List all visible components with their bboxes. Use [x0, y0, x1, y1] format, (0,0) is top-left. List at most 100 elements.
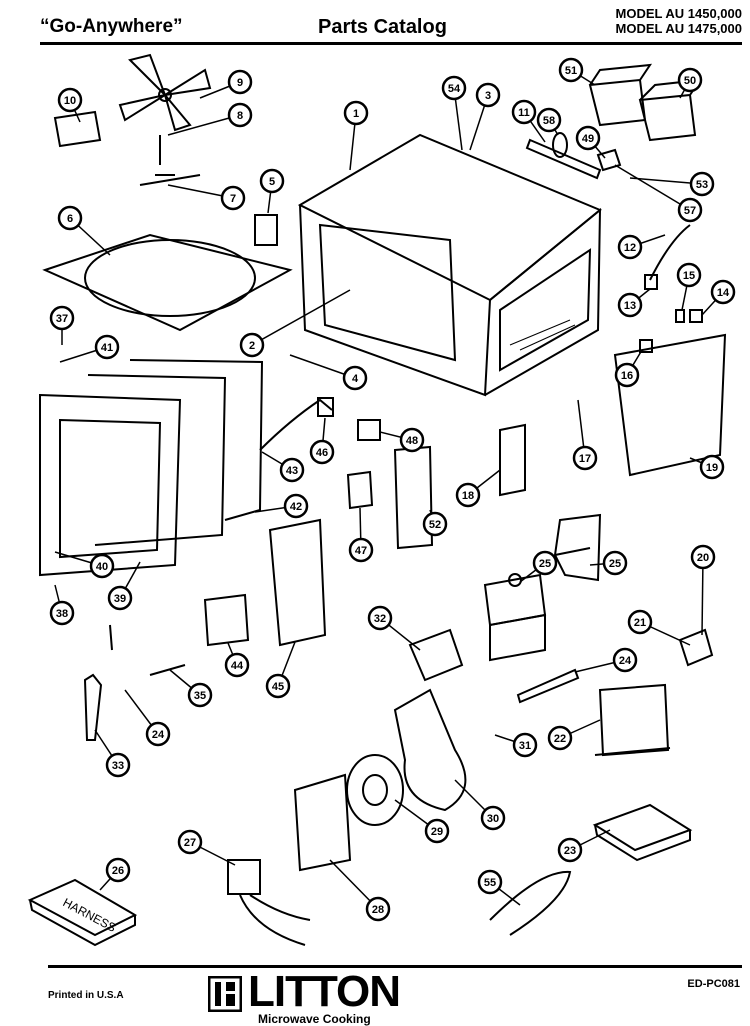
callout-circle — [676, 262, 702, 288]
fan-wheel-29-part — [346, 754, 404, 826]
callout-number: 4 — [352, 373, 359, 385]
litton-logo-icon — [208, 976, 242, 1012]
socket-49-part — [596, 148, 622, 172]
callout-number: 40 — [96, 561, 108, 573]
callout-circle — [572, 445, 598, 471]
callout-circle — [94, 334, 120, 360]
stirrer-plate-part — [42, 233, 293, 332]
transformer-22-part — [594, 683, 671, 757]
callout-circle — [365, 896, 391, 922]
door-assembly-part — [39, 359, 264, 577]
callout-circle — [690, 544, 716, 570]
callout-number: 6 — [67, 213, 73, 225]
callout-26: 26 — [99, 857, 131, 891]
callout-number: 45 — [272, 681, 284, 693]
cover-51-part — [588, 63, 653, 127]
callout-circle — [399, 427, 425, 453]
callout-circle — [699, 454, 725, 480]
callout-number: 12 — [624, 242, 636, 254]
brand-name: LITTON — [248, 967, 401, 1016]
callout-54: 54 — [441, 75, 467, 151]
callout-number: 26 — [112, 865, 124, 877]
callout-number: 10 — [64, 95, 76, 107]
panel-52-part — [393, 445, 434, 550]
callout-number: 3 — [485, 90, 491, 102]
callout-number: 37 — [56, 313, 68, 325]
callout-43: 43 — [261, 451, 305, 483]
callout-20: 20 — [690, 544, 716, 636]
document-code: ED-PC081 — [687, 978, 740, 990]
callout-19: 19 — [689, 454, 725, 480]
cover-32-part — [408, 628, 464, 682]
callout-number: 49 — [582, 133, 594, 145]
fan-bracket-part — [53, 110, 102, 148]
callout-number: 44 — [231, 660, 244, 672]
callout-number: 58 — [543, 115, 555, 127]
callout-circle — [617, 292, 643, 318]
callout-41: 41 — [59, 334, 120, 363]
relay-23-part — [592, 803, 693, 862]
callout-circle — [105, 857, 131, 883]
bracket-5-part — [254, 214, 278, 246]
callout-number: 23 — [564, 845, 576, 857]
leader-line — [167, 114, 241, 136]
callout-number: 29 — [431, 826, 443, 838]
callout-circle — [614, 362, 640, 388]
leader-line — [701, 556, 704, 636]
board-44-part — [203, 593, 250, 647]
lamp-58-part — [552, 132, 568, 158]
product-name: “Go-Anywhere” — [40, 16, 183, 37]
callout-circle — [557, 837, 583, 863]
motor-27-part — [227, 859, 311, 946]
callout-57: 57 — [614, 164, 703, 223]
callout-number: 14 — [717, 287, 730, 299]
callout-circle — [475, 82, 501, 108]
callout-circle — [480, 805, 506, 831]
callout-circle — [265, 673, 291, 699]
switch-47-part — [346, 470, 374, 510]
callout-circle — [309, 439, 335, 465]
callout-circle — [348, 537, 374, 563]
panel-19-part — [613, 333, 727, 477]
callout-circle — [536, 107, 562, 133]
part-46 — [357, 419, 381, 441]
callout-37: 37 — [49, 305, 75, 345]
callout-53: 53 — [629, 171, 715, 197]
callout-33: 33 — [94, 729, 131, 778]
callout-31: 31 — [494, 732, 538, 758]
callout-10: 10 — [57, 87, 83, 123]
callout-7: 7 — [167, 184, 246, 211]
callout-number: 17 — [579, 453, 591, 465]
callout-24: 24 — [124, 689, 171, 747]
callout-6: 6 — [57, 205, 111, 256]
callout-58: 58 — [536, 107, 562, 136]
callout-circle — [105, 752, 131, 778]
harness-48-part — [259, 398, 333, 451]
callout-circle — [532, 550, 558, 576]
callout-number: 41 — [101, 342, 113, 354]
callout-circle — [477, 869, 503, 895]
callout-number: 30 — [487, 813, 499, 825]
capacitor-21-part — [678, 628, 714, 667]
callout-number: 24 — [619, 655, 632, 667]
callout-number: 27 — [184, 837, 196, 849]
callout-45: 45 — [265, 641, 296, 699]
header-rule — [40, 42, 742, 45]
callout-circle — [89, 553, 115, 579]
callout-number: 20 — [697, 552, 709, 564]
callout-circle — [602, 550, 628, 576]
callout-number: 33 — [112, 760, 124, 772]
callout-number: 13 — [624, 300, 636, 312]
callout-number: 43 — [286, 465, 298, 477]
callout-number: 18 — [462, 490, 474, 502]
callout-21: 21 — [627, 609, 691, 646]
callout-number: 48 — [406, 435, 418, 447]
callout-number: 9 — [237, 77, 243, 89]
control-panel-45-part — [268, 518, 327, 647]
callout-8: 8 — [167, 102, 253, 136]
callout-51: 51 — [558, 57, 596, 86]
callout-circle — [259, 168, 285, 194]
callout-circle — [177, 829, 203, 855]
callout-15: 15 — [676, 262, 702, 311]
